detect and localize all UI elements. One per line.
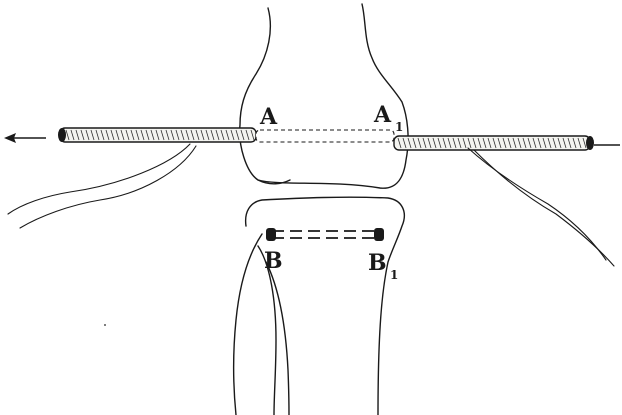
speck	[104, 324, 106, 326]
label-b1: B	[368, 250, 387, 276]
label-a1: A	[373, 102, 392, 128]
label-b: B	[264, 248, 283, 274]
graft-right-segment	[394, 136, 594, 150]
femur-left-outline	[240, 4, 408, 188]
suture-strand-left-2	[20, 146, 196, 228]
label-a: A	[259, 104, 278, 130]
tibia-left-shaft	[234, 234, 262, 415]
suture-strand-right-2	[474, 150, 614, 266]
graft-femoral-tunnel	[256, 130, 394, 142]
tibial-tunnel	[266, 228, 384, 241]
suture-strand-left-1	[8, 144, 190, 214]
label-a1-subscript: 1	[395, 120, 403, 134]
graft-left-segment	[58, 128, 256, 142]
pull-arrow-left	[4, 133, 46, 143]
fibula-inner-line	[266, 262, 289, 415]
label-b1-subscript: 1	[390, 268, 398, 282]
